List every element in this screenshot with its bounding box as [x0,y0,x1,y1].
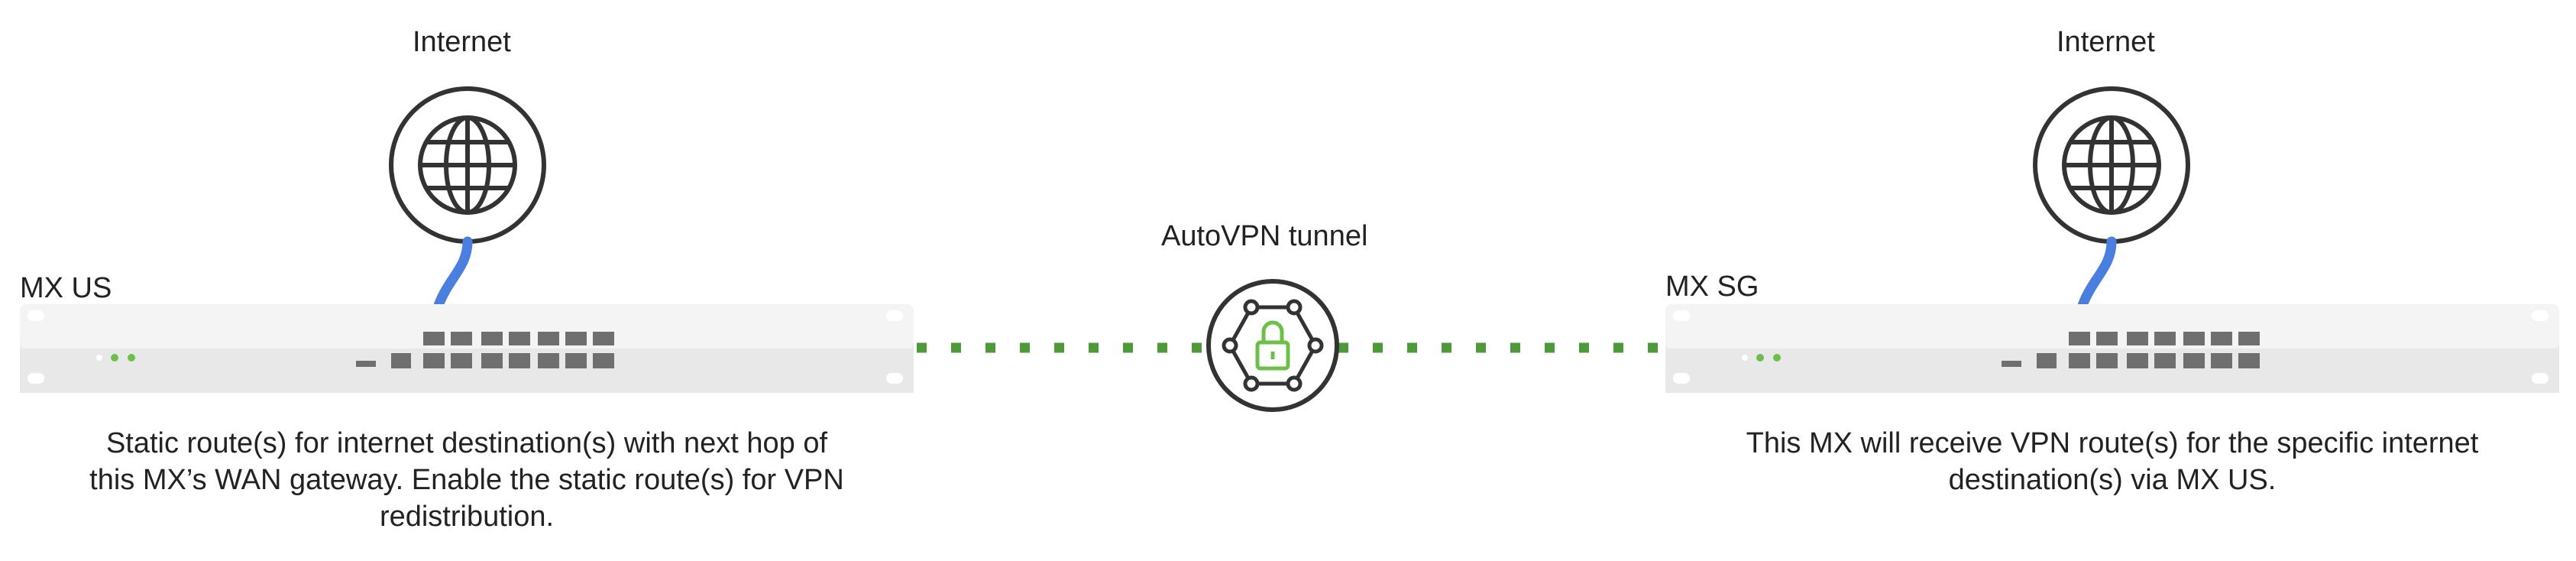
caption-left-line: redistribution. [379,501,555,533]
ethernet-ports [2002,332,2260,368]
device-label-mx-sg: MX SG [1665,271,1759,303]
internet-globe-left [389,86,546,244]
globe-icon [418,115,517,215]
caption-right-line: destination(s) via MX US. [1948,464,2277,496]
mx-us-appliance [20,304,914,393]
caption-left-line: this MX’s WAN gateway. Enable the static… [89,464,844,496]
rack-ear-holes [28,310,903,384]
autovpn-tunnel-badge [1206,279,1339,412]
padlock-icon [1255,320,1290,371]
internet-globe-right [2033,86,2190,244]
mx-sg-appliance [1665,304,2559,393]
caption-right: This MX will receive VPN route(s) for th… [1665,425,2559,498]
caption-right-line: This MX will receive VPN route(s) for th… [1746,427,2479,459]
hexagon-network-icon [1222,299,1324,392]
internet-label-left: Internet [413,26,511,58]
tunnel-label: AutoVPN tunnel [1161,220,1368,252]
internet-label-right: Internet [2057,26,2155,58]
device-label-mx-us: MX US [20,272,112,304]
status-leds [1742,354,1781,362]
rack-ear-holes [1673,310,2548,384]
globe-icon [2062,115,2161,215]
status-leds [96,354,135,362]
caption-left-line: Static route(s) for internet destination… [105,427,828,459]
ethernet-ports [356,332,614,368]
caption-left: Static route(s) for internet destination… [20,425,914,535]
